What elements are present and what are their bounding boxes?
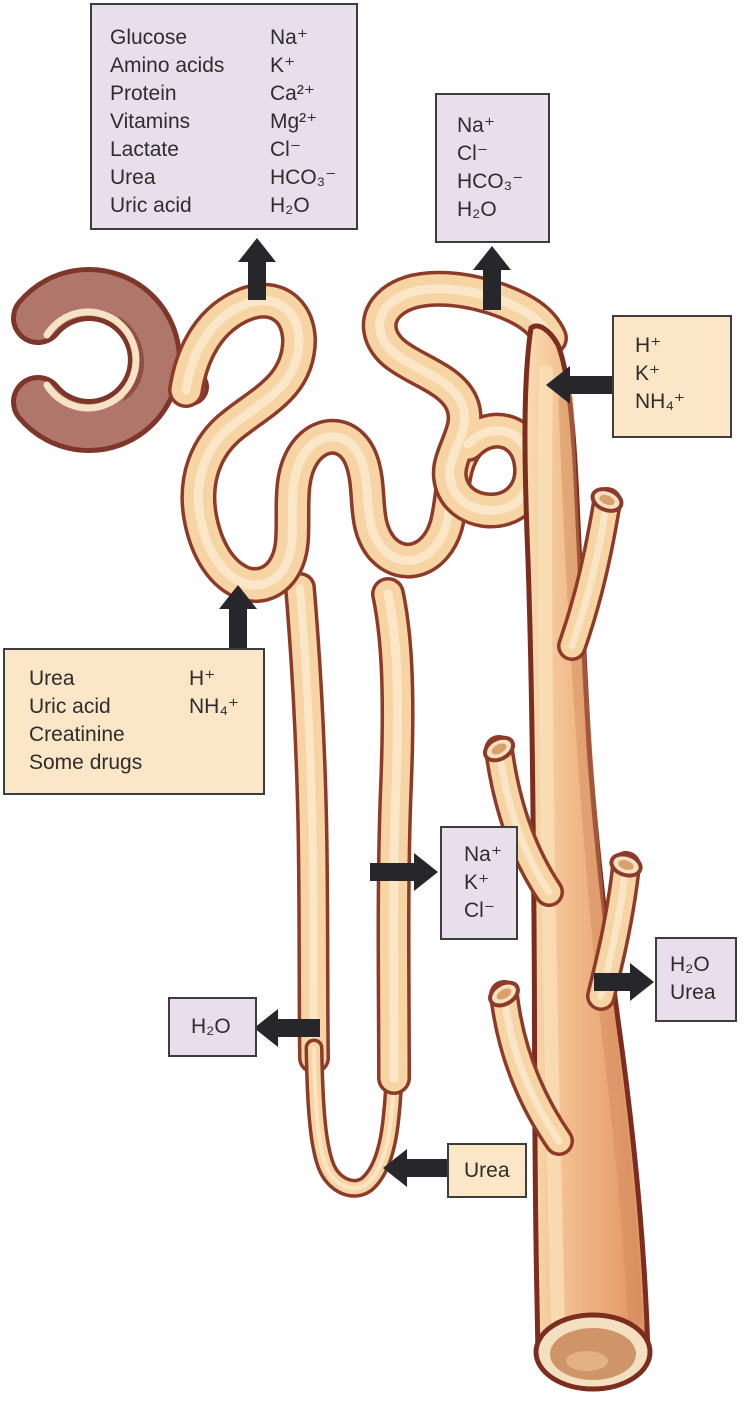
substance-label: Na⁺ [464, 843, 502, 866]
substance-label: Protein [110, 82, 177, 105]
box-loop-urea-secretion: Urea [447, 1143, 527, 1198]
arrow-up-proximal-reabsorption [238, 238, 276, 300]
collecting-duct-opening [533, 1312, 653, 1392]
bowmans-capsule [11, 267, 209, 453]
substance-label: Glucose [110, 26, 188, 49]
substance-label: Urea [464, 1158, 510, 1182]
arrow-up-distal-reabsorption [473, 246, 511, 310]
arrow-right-collecting-duct-reabsorption [594, 963, 654, 1001]
substance-label: Ca²⁺ [270, 82, 315, 105]
substance-label: H₂O [457, 198, 497, 221]
substance-label: Na⁺ [457, 114, 495, 137]
ion-column: Na⁺ K⁺ Ca²⁺ Mg²⁺ Cl⁻ HCO₃⁻ H₂O [270, 24, 356, 228]
substance-label: HCO₃⁻ [457, 170, 524, 193]
substance-label: Cl⁻ [457, 142, 488, 165]
substance-label: Uric acid [29, 695, 111, 718]
box-proximal-tubule-secretion: Urea Uric acid Creatinine Some drugs H⁺ … [3, 648, 265, 795]
collecting-duct [522, 323, 651, 1359]
substance-label: Vitamins [110, 110, 191, 133]
arrow-left-descending-limb-water [254, 1009, 320, 1047]
substance-label: H₂O [270, 194, 310, 217]
substance-label: Na⁺ [270, 26, 308, 49]
box-ascending-limb-reabsorption: Na⁺ K⁺ Cl⁻ [440, 826, 518, 940]
substance-column: Glucose Amino acids Protein Vitamins Lac… [110, 24, 270, 228]
loop-of-henle [284, 572, 415, 1198]
arrow-left-loop-urea-secretion [383, 1149, 448, 1187]
arrow-right-ascending-limb-reabsorption [370, 853, 438, 891]
substance-label: Amino acids [110, 54, 225, 77]
substance-label: H₂O [191, 1015, 231, 1038]
substance-label: Urea [110, 166, 156, 189]
substance-label: NH₄⁺ [189, 695, 239, 718]
arrow-up-proximal-secretion [219, 585, 257, 648]
substance-label: Cl⁻ [270, 138, 301, 161]
substance-label: Lactate [110, 138, 179, 161]
box-proximal-tubule-reabsorption: Glucose Amino acids Protein Vitamins Lac… [90, 3, 358, 230]
substance-label: HCO₃⁻ [270, 166, 337, 189]
substance-label: NH₄⁺ [635, 390, 685, 413]
substance-label: Creatinine [29, 723, 125, 746]
box-descending-limb-reabsorption: H₂O [168, 997, 257, 1057]
substance-label: Uric acid [110, 194, 192, 217]
substance-label: Cl⁻ [464, 899, 495, 922]
box-collecting-duct-reabsorption: H₂O Urea [655, 937, 737, 1022]
substance-column: Urea Uric acid Creatinine Some drugs [29, 665, 189, 793]
substance-label: Mg²⁺ [270, 110, 318, 133]
arrow-left-collecting-duct-secretion [546, 366, 612, 404]
substance-label: K⁺ [464, 871, 490, 894]
substance-label: H⁺ [635, 334, 662, 357]
substance-label: Urea [670, 981, 716, 1004]
substance-label: K⁺ [270, 54, 296, 77]
substance-label: Some drugs [29, 751, 143, 774]
substance-label: H⁺ [189, 667, 216, 690]
ion-column: H⁺ NH₄⁺ [189, 665, 263, 793]
substance-label: H₂O [670, 953, 710, 976]
box-distal-tubule-reabsorption: Na⁺ Cl⁻ HCO₃⁻ H₂O [435, 93, 550, 243]
substance-label: K⁺ [635, 362, 661, 385]
box-collecting-duct-secretion: H⁺ K⁺ NH₄⁺ [612, 315, 732, 438]
substance-label: Urea [29, 667, 75, 690]
proximal-convoluted-tubule [168, 282, 486, 604]
